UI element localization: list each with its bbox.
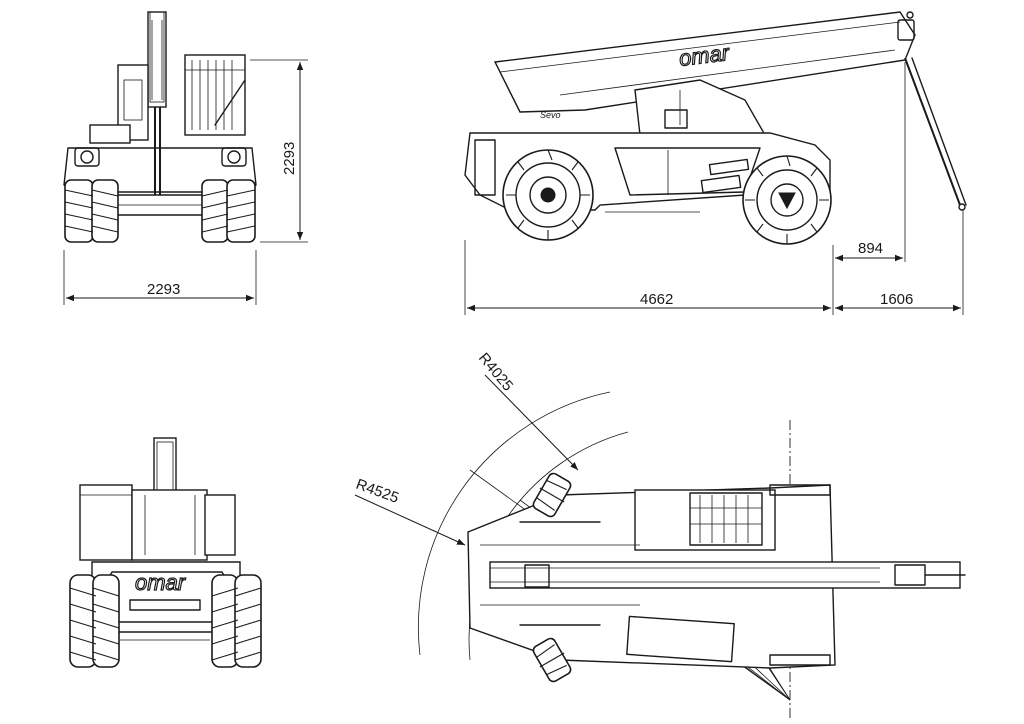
front-height-label: 2293 bbox=[281, 142, 298, 175]
wheelbase-label: 4662 bbox=[640, 291, 673, 308]
rear-left-tyre bbox=[69, 574, 120, 668]
radius-outer-label: R4525 bbox=[354, 476, 401, 507]
rear-right-tyre bbox=[211, 574, 262, 668]
cab-logo: Sevo bbox=[540, 110, 561, 120]
top-view: R4025 R4525 bbox=[354, 350, 966, 720]
side-rear-wheel bbox=[502, 149, 594, 241]
boom-offset-label: 894 bbox=[858, 240, 883, 257]
front-left-tyre bbox=[64, 179, 119, 243]
top-wheel-upper bbox=[532, 472, 572, 518]
overhang-label: 1606 bbox=[880, 291, 913, 308]
front-right-tyre bbox=[201, 179, 256, 243]
radius-inner-label: R4025 bbox=[475, 350, 516, 395]
rear-logo: omar bbox=[135, 570, 187, 595]
top-wheel-lower bbox=[532, 637, 572, 683]
front-width-label: 2293 bbox=[147, 281, 180, 298]
front-view: 2293 2293 bbox=[63, 11, 308, 305]
side-front-wheel bbox=[742, 155, 832, 245]
side-view: omar Sevo bbox=[464, 11, 967, 315]
rear-view: omar bbox=[69, 437, 262, 668]
